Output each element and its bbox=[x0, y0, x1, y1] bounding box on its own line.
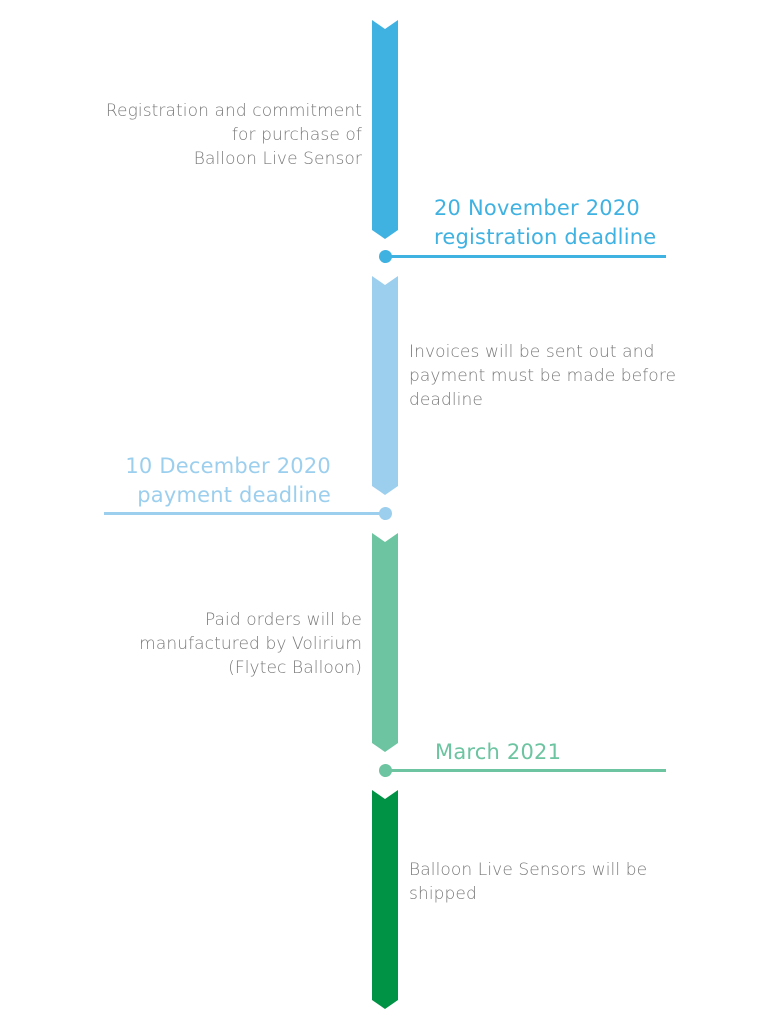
milestone-3-label: March 2021 bbox=[435, 738, 561, 767]
timeline-segment-4 bbox=[372, 790, 398, 1009]
step-3-line-3: (Flytec Balloon) bbox=[228, 658, 362, 678]
step-2-line-3: deadline bbox=[409, 390, 483, 410]
step-2-line-1: Invoices will be sent out and bbox=[409, 342, 655, 362]
step-4-line-2: shipped bbox=[409, 884, 477, 904]
milestone-2-caption: payment deadline bbox=[137, 483, 331, 507]
step-3-line-1: Paid orders will be bbox=[204, 610, 362, 630]
timeline-segment-1 bbox=[372, 20, 398, 239]
milestone-1-label: 20 November 2020 registration deadline bbox=[434, 194, 656, 252]
step-3-description: Paid orders will be manufactured by Voli… bbox=[139, 608, 362, 680]
milestone-1-caption: registration deadline bbox=[434, 225, 657, 249]
step-1-line-1: Registration and commitment bbox=[105, 101, 362, 121]
step-4-line-1: Balloon Live Sensors will be bbox=[409, 860, 648, 880]
step-1-description: Registration and commitment for purchase… bbox=[106, 99, 362, 171]
milestone-1-date: 20 November 2020 bbox=[434, 196, 640, 220]
milestone-3-date: March 2021 bbox=[435, 740, 562, 764]
step-1-line-2: for purchase of bbox=[231, 125, 362, 145]
milestone-1-dot bbox=[379, 250, 392, 263]
milestone-3-line bbox=[385, 769, 666, 772]
milestone-2-label: 10 December 2020 payment deadline bbox=[125, 452, 331, 510]
step-2-description: Invoices will be sent out and payment mu… bbox=[409, 340, 676, 412]
step-3-line-2: manufactured by Volirium bbox=[139, 634, 362, 654]
milestone-1-line bbox=[385, 255, 666, 258]
milestone-2-date: 10 December 2020 bbox=[125, 454, 331, 478]
step-1-line-3: Balloon Live Sensor bbox=[193, 149, 362, 169]
step-4-description: Balloon Live Sensors will be shipped bbox=[409, 858, 647, 906]
timeline-segment-2 bbox=[372, 276, 398, 495]
milestone-2-line bbox=[104, 512, 385, 515]
milestone-2-dot bbox=[379, 507, 392, 520]
milestone-3-dot bbox=[379, 764, 392, 777]
step-2-line-2: payment must be made before bbox=[409, 366, 677, 386]
timeline-segment-3 bbox=[372, 533, 398, 752]
